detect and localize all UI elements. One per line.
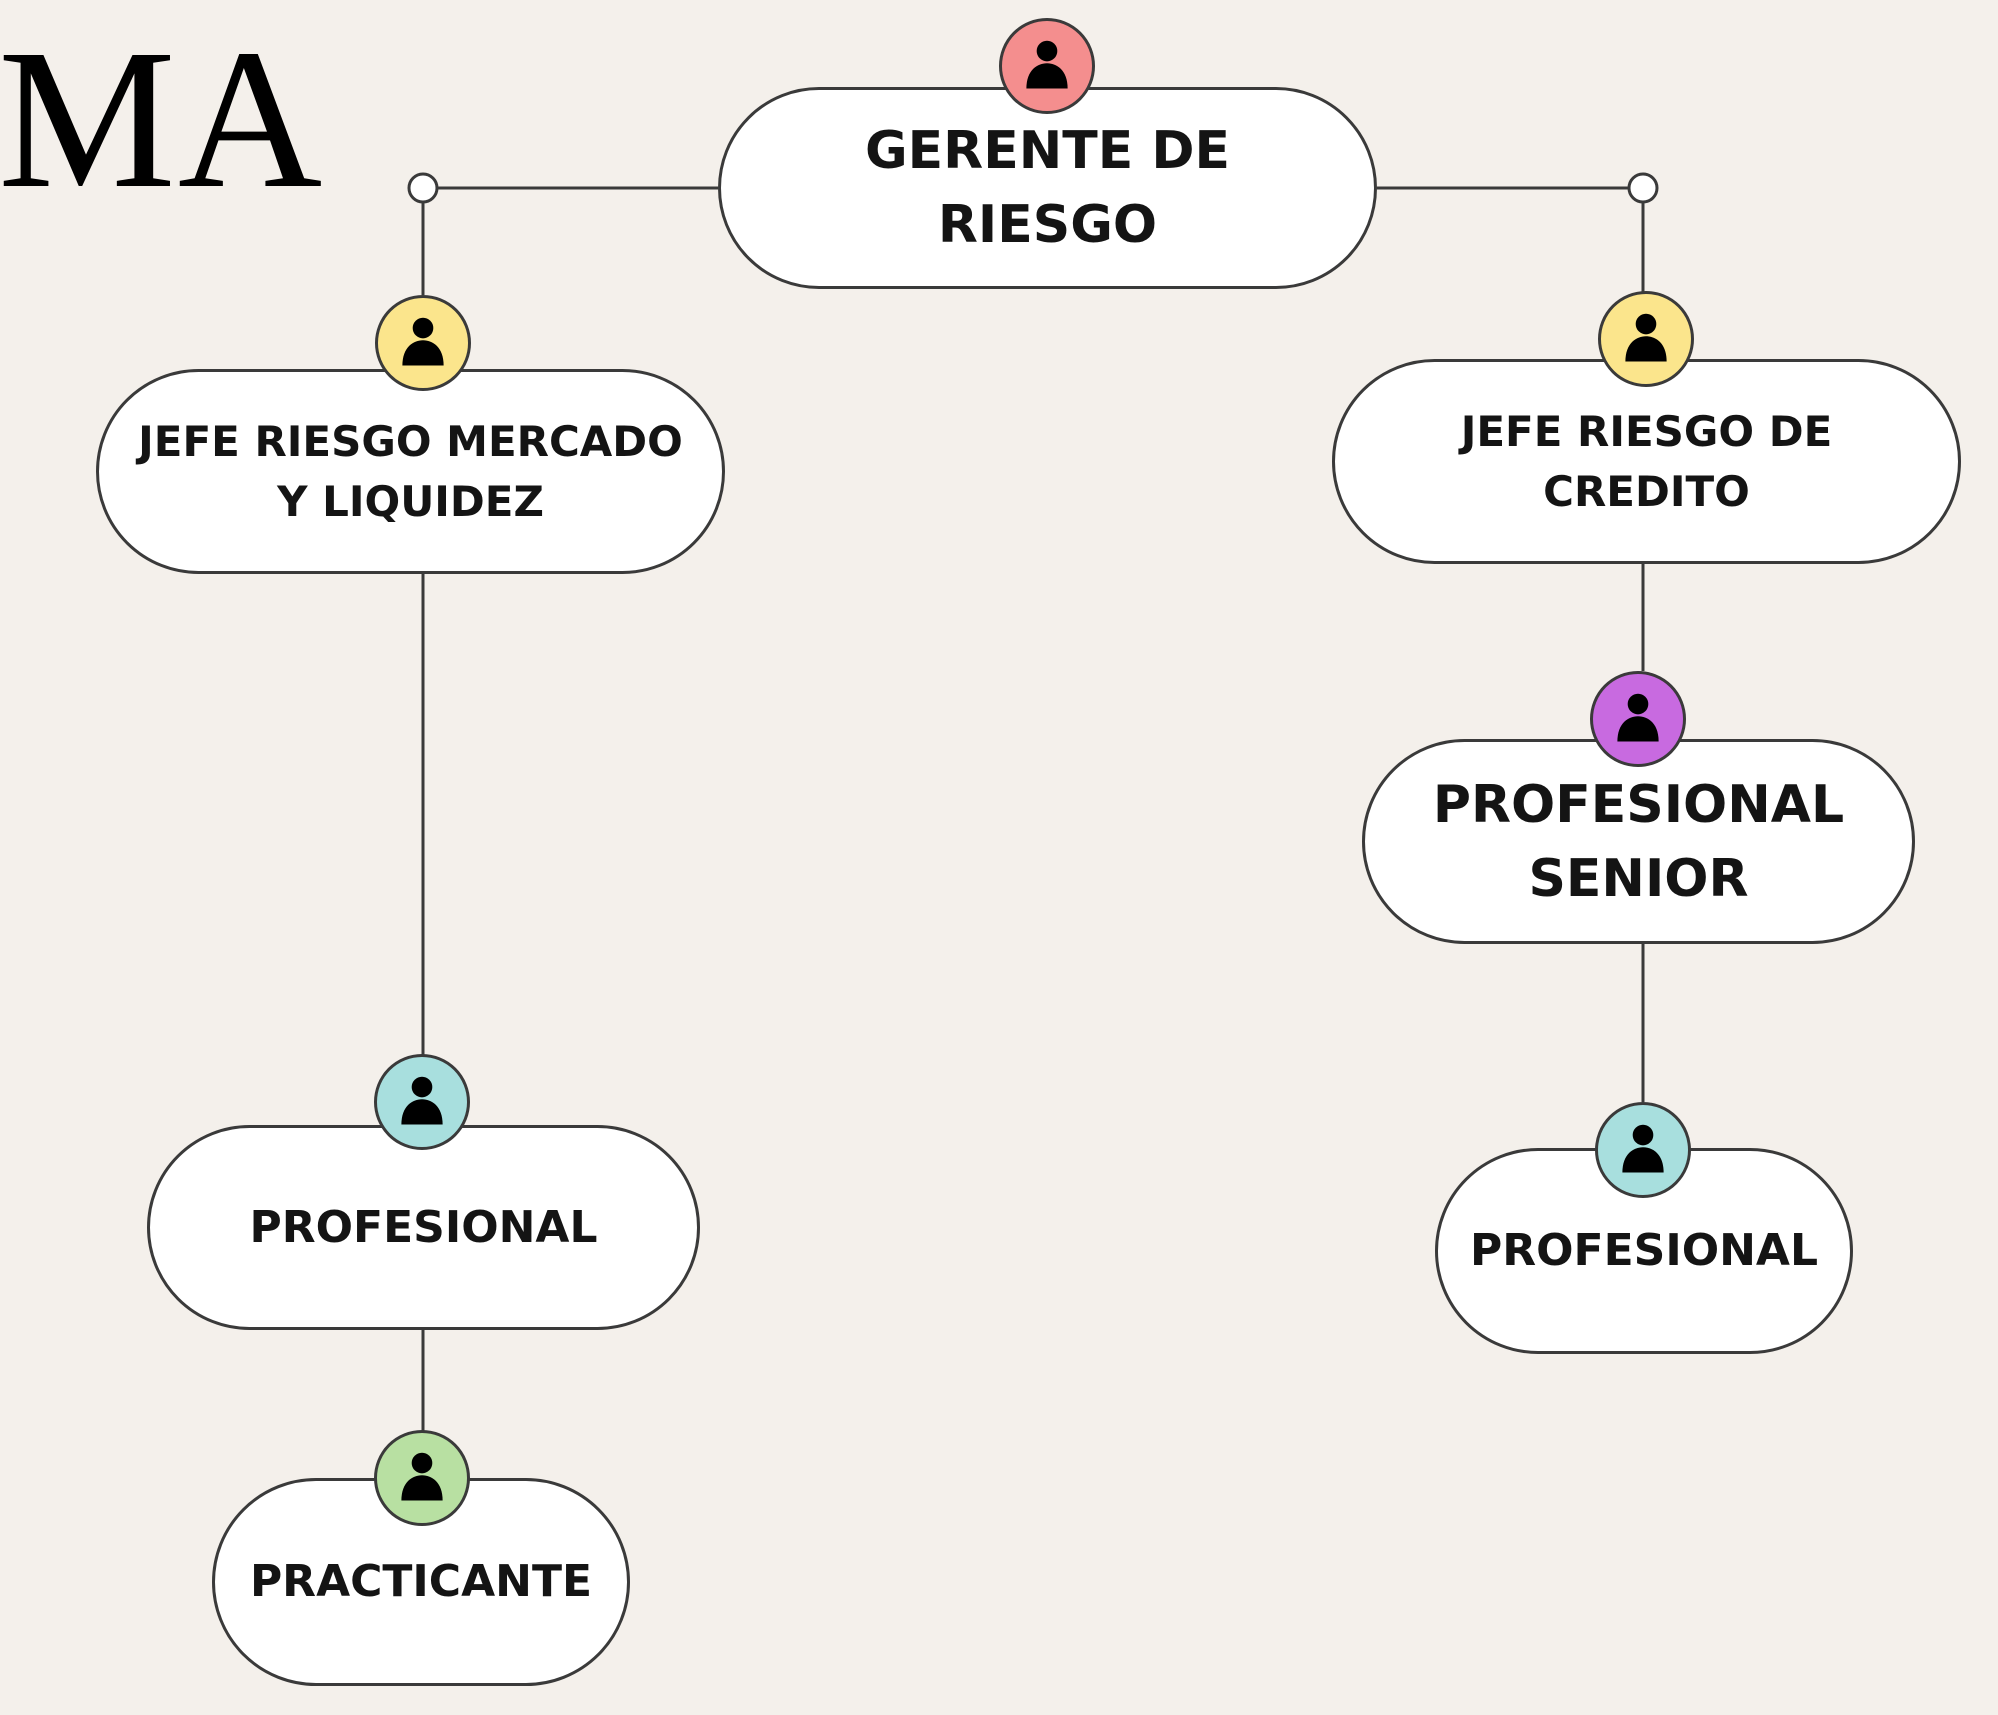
node-label-line-2: SENIOR xyxy=(1528,848,1749,909)
person-icon xyxy=(374,1054,470,1150)
node-label-line-1: GERENTE DE xyxy=(864,121,1231,181)
node-jefe-riesgo-mercado-liquidez[interactable]: JEFE RIESGO MERCADO Y LIQUIDEZ xyxy=(96,369,725,574)
node-profesional-mercado[interactable]: PROFESIONAL xyxy=(147,1125,700,1330)
person-icon xyxy=(999,18,1095,114)
node-label-line-1: PROFESIONAL xyxy=(249,1201,598,1253)
node-label-line-1: PROFESIONAL xyxy=(1469,1225,1819,1276)
node-label: PROFESIONAL xyxy=(249,1198,597,1258)
node-label-line-1: PROFESIONAL xyxy=(1432,774,1845,835)
node-label: PROFESIONAL xyxy=(1470,1221,1818,1281)
node-jefe-riesgo-credito[interactable]: JEFE RIESGO DE CREDITO xyxy=(1332,359,1961,564)
connector-junction-left xyxy=(407,172,439,204)
person-icon xyxy=(374,1430,470,1526)
node-label: JEFE RIESGO DE CREDITO xyxy=(1461,402,1833,522)
connector-gerente-to-jefe-mercado xyxy=(421,186,718,295)
node-label-line-2: Y LIQUIDEZ xyxy=(277,476,544,526)
node-label-line-2: CREDITO xyxy=(1543,466,1750,516)
node-label: JEFE RIESGO MERCADO Y LIQUIDEZ xyxy=(138,412,683,532)
node-gerente-de-riesgo[interactable]: GERENTE DE RIESGO xyxy=(718,87,1377,289)
node-label-line-2: RIESGO xyxy=(937,195,1158,255)
node-label: GERENTE DE RIESGO xyxy=(865,114,1230,262)
node-label: PRACTICANTE xyxy=(250,1552,592,1612)
node-label-line-1: JEFE RIESGO DE xyxy=(1460,406,1833,456)
page-title-fragment: MA xyxy=(0,9,325,230)
connector-gerente-to-jefe-credito xyxy=(1377,186,1645,295)
node-label: PROFESIONAL SENIOR xyxy=(1433,768,1844,916)
node-label-line-1: PRACTICANTE xyxy=(249,1556,593,1607)
person-icon xyxy=(1595,1102,1691,1198)
person-icon xyxy=(375,295,471,391)
person-icon xyxy=(1598,291,1694,387)
node-profesional-senior[interactable]: PROFESIONAL SENIOR xyxy=(1362,739,1915,944)
node-label-line-1: JEFE RIESGO MERCADO xyxy=(138,416,683,466)
connector-junction-right xyxy=(1627,172,1659,204)
person-icon xyxy=(1590,671,1686,767)
